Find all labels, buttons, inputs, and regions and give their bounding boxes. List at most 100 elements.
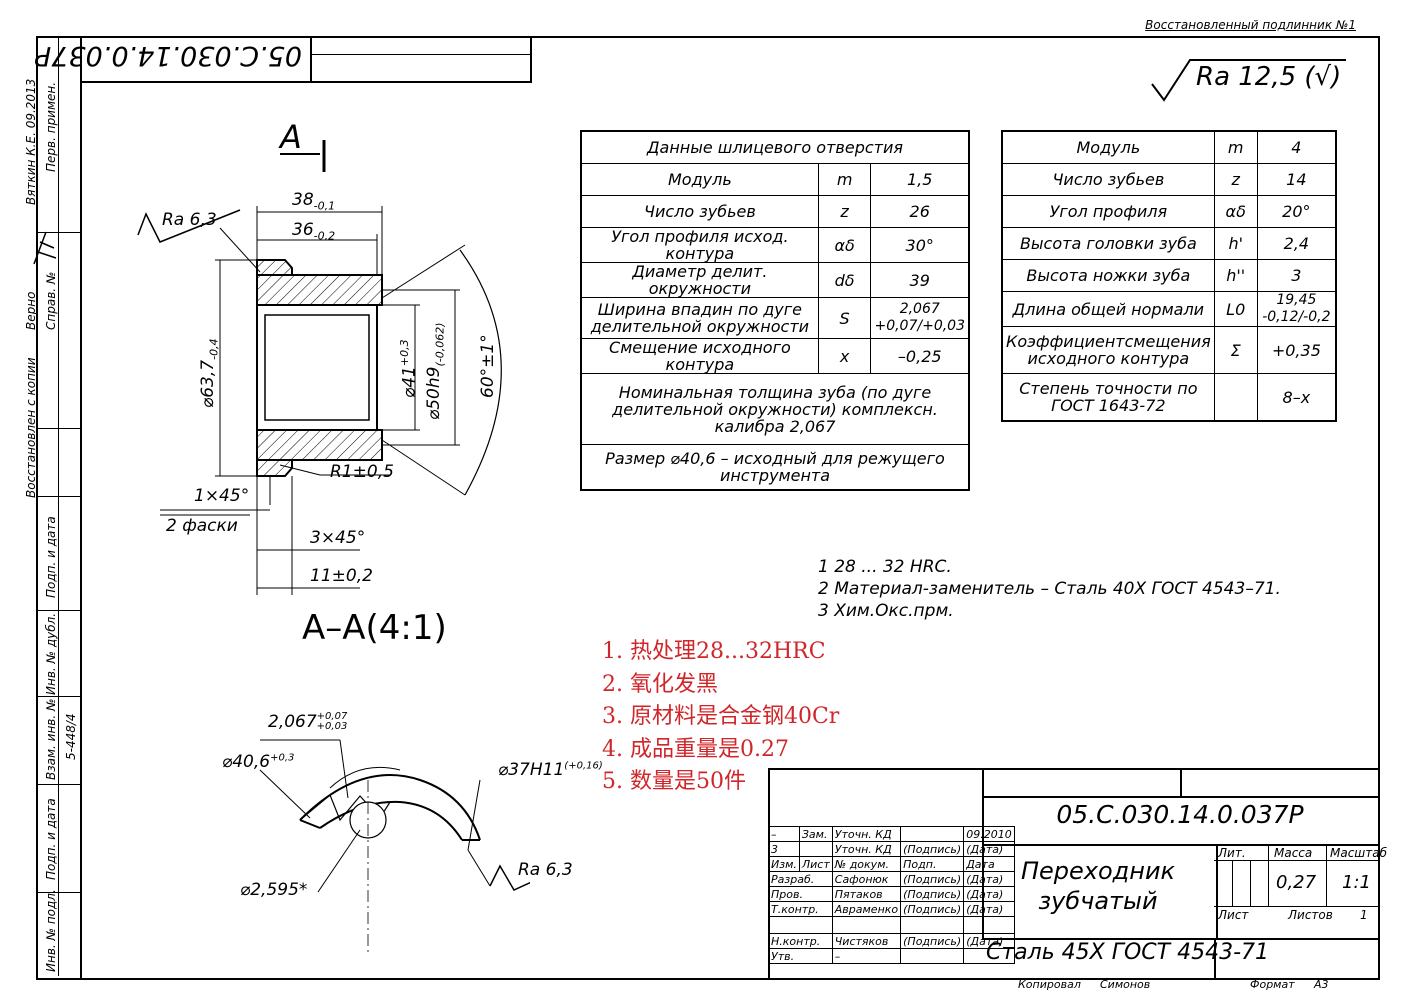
spline-row-symbol: m: [817, 163, 872, 196]
tech-notes: 1 28 ... 32 HRC. 2 Материал-заменитель –…: [818, 556, 1281, 622]
gear-row-symbol: z: [1213, 163, 1258, 196]
red-annotations: 1. 热处理28...32HRC 2. 氧化发黑 3. 原材料是合金钢40Cr …: [602, 636, 839, 799]
gear-row-symbol: L0: [1213, 291, 1258, 327]
tech-note: 3 Хим.Окс.прм.: [818, 601, 954, 621]
gear-row-symbol: αδ: [1213, 195, 1258, 228]
left-margin-strip: [36, 36, 82, 980]
scale-value: 1:1: [1342, 872, 1371, 893]
gear-row-value: 2,4: [1256, 227, 1337, 260]
spline-row-value: 1,5: [870, 163, 970, 196]
spline-row-symbol: S: [817, 297, 872, 339]
spline-row-name: Ширина впадин по дуге делительной окружн…: [580, 297, 819, 339]
gear-row-symbol: [1213, 373, 1258, 422]
table-row: Число зубьев z 14: [1001, 163, 1337, 196]
left-strip-divider: [58, 36, 59, 976]
gear-row-name: Число зубьев: [1001, 163, 1215, 196]
dim-d41: ⌀41+0,3: [398, 339, 420, 398]
restored-original-label: Восстановленный подлинник №1: [1145, 18, 1356, 32]
gear-row-name: Высота ножки зуба: [1001, 259, 1215, 292]
table-row: Коэффициентсмещения исходного контура Σ …: [1001, 326, 1337, 374]
gear-row-value: 14: [1256, 163, 1337, 196]
section-title: A–A(4:1): [302, 608, 447, 648]
general-roughness-text: Ra 12,5 (√): [1196, 62, 1342, 92]
sheets-value: 1: [1360, 908, 1368, 922]
svg-text:A: A: [278, 118, 302, 156]
red-note: 4. 成品重量是0.27: [602, 736, 789, 762]
table-row: Пров. Пятаков (Подпись) (Дата): [768, 886, 1015, 902]
spline-row-name: Диаметр делит. окружности: [580, 262, 819, 298]
margin-signature: [33, 231, 57, 265]
margin-dup-inv: Инв. № дубл.: [44, 612, 58, 695]
margin-first-use: Перв. примен.: [44, 81, 58, 172]
table-row: Угол профиля αδ 20°: [1001, 195, 1337, 228]
spline-row-symbol: x: [817, 338, 872, 374]
gear-row-name: Длина общей нормали: [1001, 291, 1215, 327]
gear-row-symbol: Σ: [1213, 326, 1258, 374]
mirrored-code-stamp: 05.C.030.14.0.037Р: [35, 36, 532, 83]
drawing-frame: [80, 36, 1380, 980]
table-row: Число зубьев z 26: [580, 195, 970, 228]
dim-36: 36-0,2: [292, 220, 336, 243]
spline-detail-drawing: [259, 739, 530, 955]
red-note: 3. 原材料是合金钢40Cr: [602, 704, 840, 729]
detail-dim-d2595: ⌀2,595*: [240, 880, 308, 900]
table-row: Степень точности по ГОСТ 1643-72 8–x: [1001, 373, 1337, 422]
spline-row-name: Угол профиля исход. контура: [580, 227, 819, 263]
table-row: Смещение исходного контура x –0,25: [580, 338, 970, 374]
gear-row-symbol: h': [1213, 227, 1258, 260]
spline-row-symbol: αδ: [817, 227, 872, 263]
gear-row-value: 20°: [1256, 195, 1337, 228]
mass-value: 0,27: [1276, 872, 1317, 893]
change-and-sign-table: – Зам. Уточн. КД 09.2010 3 Уточн. КД (По…: [768, 826, 1015, 964]
dim-d637: ⌀63,7-0,4: [198, 338, 221, 408]
material: Сталь 45Х ГОСТ 4543-71: [986, 940, 1270, 965]
gear-row-name: Степень точности по ГОСТ 1643-72: [1001, 373, 1215, 422]
table-row: Высота головки зуба h' 2,4: [1001, 227, 1337, 260]
table-row: Длина общей нормали L0 19,45 -0,12/-0,2: [1001, 291, 1337, 327]
lit-label: Лит.: [1218, 846, 1246, 860]
table-row: Утв. –: [768, 948, 1015, 964]
tech-note: 1 28 ... 32 HRC.: [818, 557, 952, 577]
table-row: – Зам. Уточн. КД 09.2010: [768, 826, 1015, 842]
gear-row-value: 8–x: [1256, 373, 1337, 422]
margin-verified: Верно: [24, 291, 38, 330]
spline-row-name: Смещение исходного контура: [580, 338, 819, 374]
red-note: 2. 氧化发黑: [602, 671, 718, 697]
table-row: Разраб. Сафонюк (Подпись) (Дата): [768, 871, 1015, 887]
gear-row-symbol: h'': [1213, 259, 1258, 292]
gear-row-name: Высота головки зуба: [1001, 227, 1215, 260]
dim-d50h9: ⌀50h9(-0,062): [424, 322, 447, 420]
red-note: 1. 热处理28...32HRC: [602, 639, 826, 664]
spline-note-1: Номинальная толщина зуба (по дуге делите…: [580, 373, 970, 445]
gear-row-value: +0,35: [1256, 326, 1337, 374]
table-row: Высота ножки зуба h'' 3: [1001, 259, 1337, 292]
spline-row-symbol: dδ: [817, 262, 872, 298]
gear-data-table: Модуль m 4 Число зубьев z 14 Угол профил…: [1001, 130, 1337, 422]
spline-row-value: 30°: [870, 227, 970, 263]
gear-row-symbol: m: [1213, 130, 1258, 164]
sheets-label: Листов: [1288, 908, 1333, 922]
mass-label: Масса: [1274, 846, 1313, 860]
red-note: 5. 数量是50件: [602, 769, 746, 794]
sheet-label: Лист: [1218, 908, 1249, 922]
spline-table-title: Данные шлицевого отверстия: [580, 130, 970, 164]
roughness-ra63-top: Ra 6,3: [162, 210, 217, 230]
gear-row-value: 19,45 -0,12/-0,2: [1256, 291, 1337, 327]
table-row: Угол профиля исход. контура αδ 30°: [580, 227, 970, 263]
format-value: А3: [1314, 978, 1329, 991]
spline-row-name: Модуль: [580, 163, 819, 196]
table-row: Т.контр. Авраменко (Подпись) (Дата): [768, 901, 1015, 917]
spline-row-name: Число зубьев: [580, 195, 819, 228]
gear-row-value: 4: [1256, 130, 1337, 164]
dim-chamfer-1x45: 1×45°: [194, 486, 250, 506]
dim-chamfer-3x45: 3×45°: [310, 528, 366, 548]
spline-note-2: Размер ⌀40,6 – исходный для режущего инс…: [580, 444, 970, 491]
margin-repl-inv: Взам. инв. №: [44, 698, 58, 780]
detail-roughness-ra63: Ra 6,3: [518, 860, 573, 880]
spline-row-symbol: z: [817, 195, 872, 228]
detail-dim-d37: ⌀37H11(+0,16): [498, 760, 603, 780]
gear-row-name: Угол профиля: [1001, 195, 1215, 228]
copied-name: Симонов: [1100, 978, 1151, 991]
title-code: 05.C.030.14.0.037Р: [1056, 800, 1304, 829]
